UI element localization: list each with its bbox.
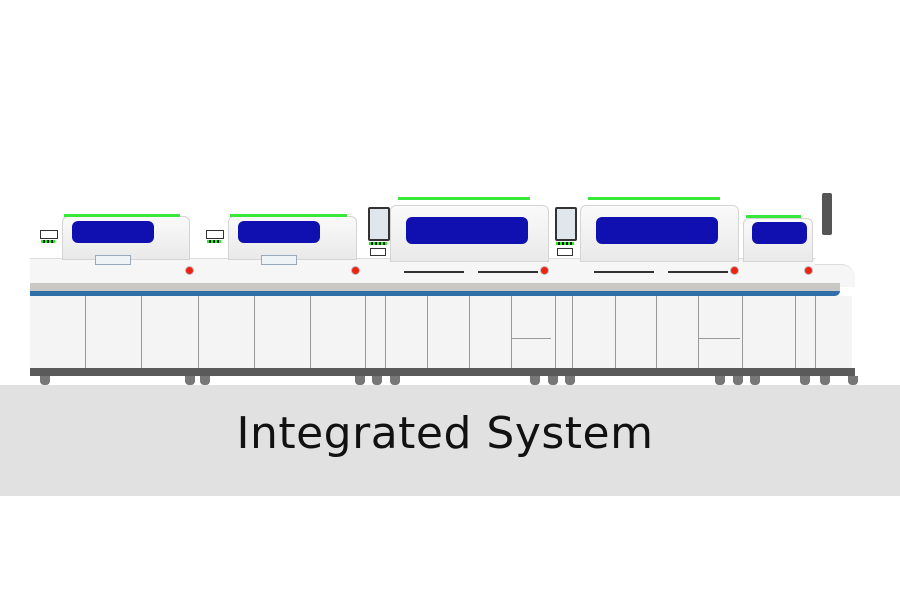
- caster-wheel: [800, 376, 810, 385]
- caster-wheel: [733, 376, 743, 385]
- analyzer-window: [238, 221, 320, 243]
- door-divider: [198, 296, 199, 368]
- machine-end-cap: [815, 264, 855, 287]
- emergency-stop-button: [804, 266, 813, 275]
- caster-wheel: [820, 376, 830, 385]
- led-indicator: [369, 242, 387, 245]
- door-divider: [469, 296, 470, 368]
- reagent-slot: [668, 271, 728, 273]
- door-divider: [742, 296, 743, 368]
- caster-wheel: [185, 376, 195, 385]
- led-indicator: [556, 242, 574, 245]
- led-indicator: [207, 240, 221, 243]
- caster-wheel: [750, 376, 760, 385]
- door-divider: [615, 296, 616, 368]
- door-divider: [795, 296, 796, 368]
- door-divider: [511, 296, 512, 368]
- caster-wheel: [390, 376, 400, 385]
- caster-wheel: [530, 376, 540, 385]
- emergency-stop-button: [351, 266, 360, 275]
- reagent-slot: [594, 271, 654, 273]
- large-module-window: [596, 217, 718, 244]
- caster-wheel: [548, 376, 558, 385]
- door-divider: [310, 296, 311, 368]
- caster-wheel: [200, 376, 210, 385]
- machine-base: [30, 368, 855, 376]
- caster-wheel: [565, 376, 575, 385]
- door-divider: [555, 296, 556, 368]
- led-indicator: [41, 240, 55, 243]
- door-divider: [365, 296, 366, 368]
- touchscreen-display: [555, 207, 577, 241]
- end-module-window: [752, 222, 807, 244]
- brand-logo: [40, 230, 58, 239]
- drawer-divider: [511, 338, 551, 339]
- status-light-bar: [746, 215, 801, 218]
- emergency-stop-button: [730, 266, 739, 275]
- door-divider: [656, 296, 657, 368]
- brand-logo: [557, 248, 573, 256]
- large-module-window: [406, 217, 528, 244]
- brand-logo: [206, 230, 224, 239]
- emergency-stop-button: [185, 266, 194, 275]
- end-cabinet: [815, 296, 852, 368]
- reagent-slot: [478, 271, 538, 273]
- door-divider: [815, 296, 816, 368]
- door-divider: [85, 296, 86, 368]
- door-divider: [141, 296, 142, 368]
- sample-tray: [95, 255, 131, 265]
- door-divider: [572, 296, 573, 368]
- door-divider: [385, 296, 386, 368]
- caster-wheel: [40, 376, 50, 385]
- caster-wheel: [372, 376, 382, 385]
- door-divider: [427, 296, 428, 368]
- blue-stripe: [30, 291, 840, 296]
- door-divider: [698, 296, 699, 368]
- caster-wheel: [355, 376, 365, 385]
- grey-stripe: [30, 283, 840, 291]
- caster-wheel: [848, 376, 858, 385]
- touchscreen-display: [368, 207, 390, 241]
- status-light-bar: [398, 197, 530, 200]
- door-divider: [254, 296, 255, 368]
- analyzer-window: [72, 221, 154, 243]
- side-monitor: [822, 193, 832, 235]
- caption-band: [0, 385, 900, 496]
- caster-wheel: [715, 376, 725, 385]
- sample-tray: [261, 255, 297, 265]
- emergency-stop-button: [540, 266, 549, 275]
- caption-title: Integrated System: [236, 408, 654, 459]
- reagent-slot: [404, 271, 464, 273]
- status-light-bar: [230, 214, 347, 217]
- drawer-divider: [698, 338, 740, 339]
- integrated-system-image: [30, 193, 858, 385]
- status-light-bar: [588, 197, 720, 200]
- status-light-bar: [64, 214, 180, 217]
- cabinet-base: [30, 296, 815, 368]
- brand-logo: [370, 248, 386, 256]
